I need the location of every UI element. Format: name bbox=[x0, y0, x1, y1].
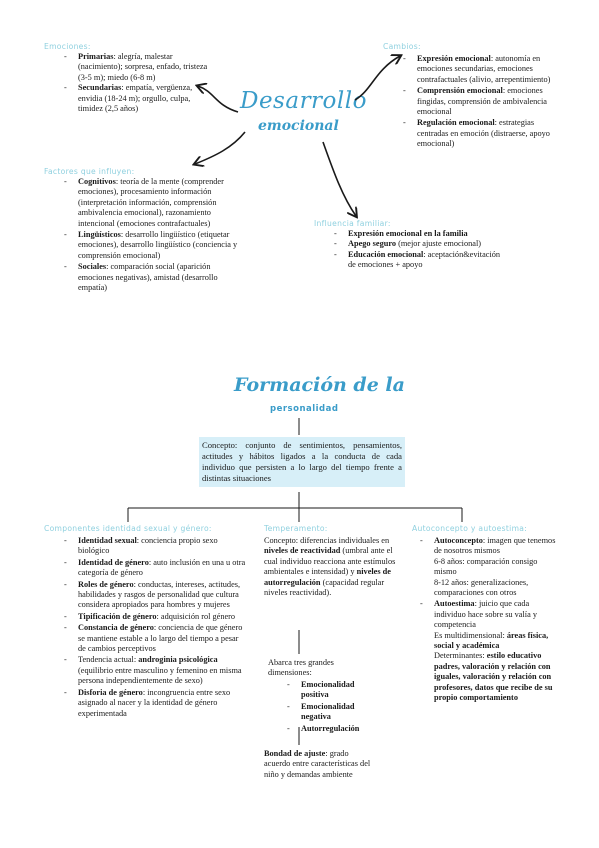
bondad-ajuste: Bondad de ajuste: grado acuerdo entre ca… bbox=[264, 749, 371, 779]
familiar-heading: Influencia familiar: bbox=[314, 219, 391, 228]
list-item: Lingüísticos: desarrollo lingüístico (et… bbox=[64, 230, 246, 261]
list-item: Secundarias: empatía, vergüenza, envidia… bbox=[64, 83, 214, 114]
list-item: Apego seguro (mejor ajuste emocional) bbox=[334, 239, 504, 250]
list-item: Autorregulación bbox=[287, 724, 377, 735]
list-item: Disforia de género: incongruencia entre … bbox=[64, 688, 246, 719]
temperamento-connector-2 bbox=[298, 727, 300, 745]
autoconcepto-heading: Autoconcepto y autoestima: bbox=[412, 524, 528, 533]
temperamento-concept: Concepto: diferencias individuales en ni… bbox=[264, 536, 396, 598]
list-item: Comprensión emocional: emociones fingida… bbox=[403, 86, 553, 117]
tree-connectors bbox=[127, 418, 463, 522]
list-item: Emocionalidad positiva bbox=[287, 680, 377, 701]
page-subtitle: emocional bbox=[258, 118, 339, 134]
list-item: Expresión emocional en la familia bbox=[334, 229, 504, 240]
section-subtitle: personalidad bbox=[270, 404, 339, 414]
list-item: Tipificación de género: adquisición rol … bbox=[64, 612, 246, 623]
temperamento-heading: Temperamento: bbox=[264, 524, 328, 533]
list-item: Roles de género: conductas, intereses, a… bbox=[64, 580, 246, 611]
temperamento-dims-intro: Abarca tres grandes dimensiones: bbox=[268, 658, 334, 678]
list-item: Sociales: comparación social (aparición … bbox=[64, 262, 246, 293]
page-title: Desarrollo bbox=[240, 88, 367, 114]
list-item: Regulación emocional: estrategias centra… bbox=[403, 118, 553, 149]
concept-box: Concepto: conjunto de sentimientos, pens… bbox=[199, 437, 405, 487]
identidad-list: Identidad sexual: conciencia propio sexo… bbox=[64, 536, 246, 719]
list-item: Cognitivos: teoría de la mente (comprend… bbox=[64, 177, 246, 229]
temperamento-connector bbox=[298, 630, 300, 654]
section-title: Formación de la bbox=[234, 374, 405, 396]
factores-list: Cognitivos: teoría de la mente (comprend… bbox=[64, 177, 246, 293]
cambios-list: Expresión emocional: autonomía en emocio… bbox=[403, 54, 553, 150]
list-item: Identidad sexual: conciencia propio sexo… bbox=[64, 536, 246, 557]
list-item: Autoestima: juicio que cada individuo ha… bbox=[420, 599, 556, 703]
temperamento-dims: Emocionalidad positiva Emocionalidad neg… bbox=[287, 680, 377, 734]
familiar-list: Expresión emocional en la familia Apego … bbox=[334, 229, 504, 271]
list-item: Constancia de género: conciencia de que … bbox=[64, 623, 246, 654]
emociones-heading: Emociones: bbox=[44, 42, 91, 51]
identidad-heading: Componentes identidad sexual y género: bbox=[44, 524, 212, 533]
emociones-list: Primarias: alegría, malestar (nacimiento… bbox=[64, 52, 214, 114]
list-item: Expresión emocional: autonomía en emocio… bbox=[403, 54, 553, 85]
list-item: Identidad de género: auto inclusión en u… bbox=[64, 558, 246, 579]
list-item: Tendencia actual: androginia psicológica… bbox=[64, 655, 246, 686]
list-item: Educación emocional: aceptación&evitació… bbox=[334, 250, 504, 271]
list-item: Autoconcepto: imagen que tenemos de noso… bbox=[420, 536, 556, 598]
autoconcepto-list: Autoconcepto: imagen que tenemos de noso… bbox=[420, 536, 556, 704]
list-item: Primarias: alegría, malestar (nacimiento… bbox=[64, 52, 214, 83]
list-item: Emocionalidad negativa bbox=[287, 702, 377, 723]
cambios-heading: Cambios: bbox=[383, 42, 421, 51]
factores-heading: Factores que influyen: bbox=[44, 167, 135, 176]
